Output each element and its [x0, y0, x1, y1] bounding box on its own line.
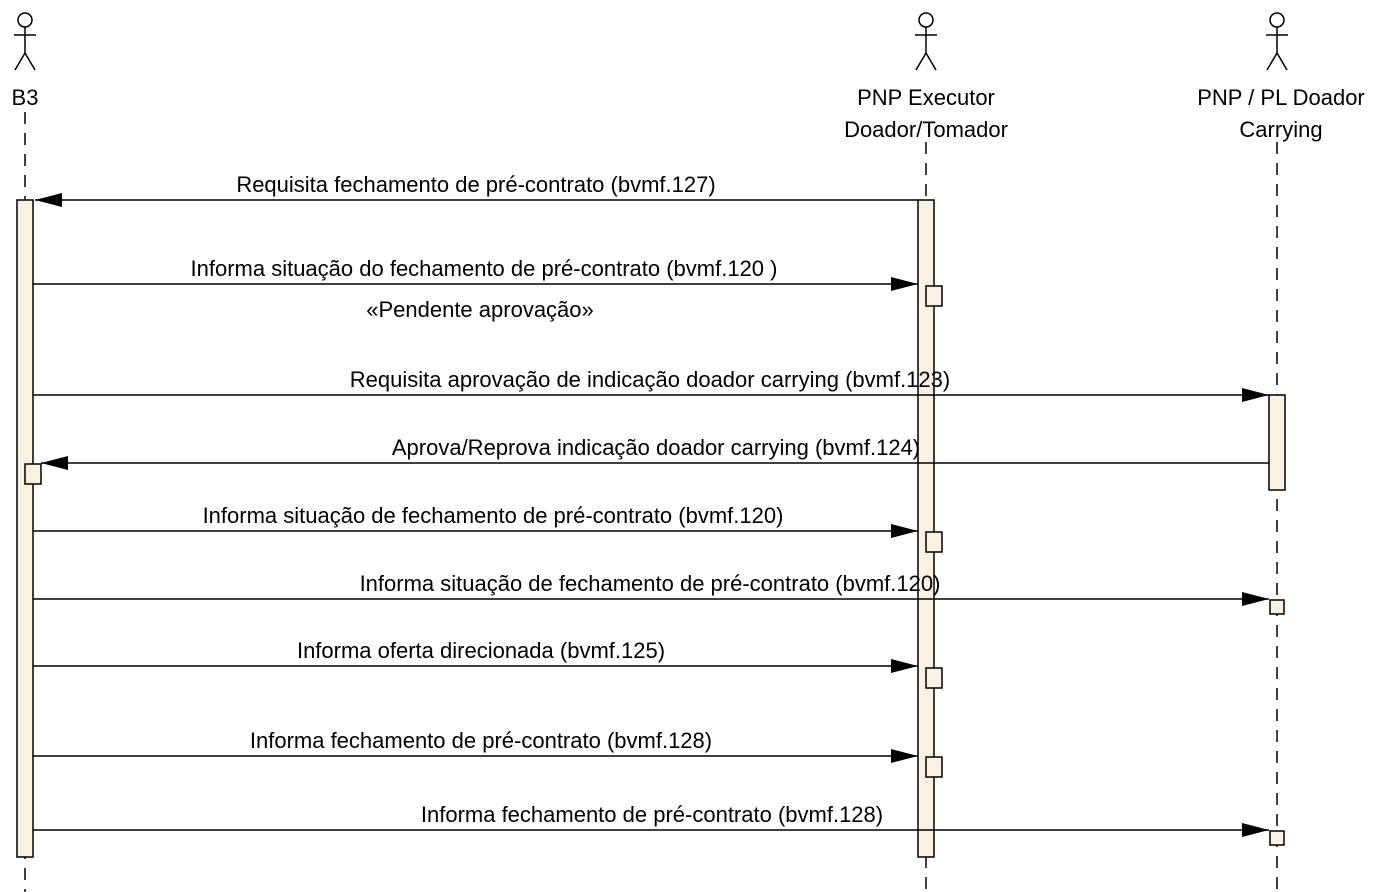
- message-label: Requisita fechamento de pré-contrato (bv…: [236, 172, 715, 197]
- message-label: Informa situação de fechamento de pré-co…: [360, 571, 941, 596]
- activation-box-executor-2: [925, 531, 943, 553]
- message-7: Informa oferta direcionada (bvmf.125): [33, 638, 918, 673]
- message-label: Informa oferta direcionada (bvmf.125): [297, 638, 665, 663]
- activation-box-executor-1: [925, 285, 943, 307]
- arrowhead-right-icon: [891, 749, 918, 763]
- message-label: Informa situação do fechamento de pré-co…: [191, 256, 778, 281]
- actor-name: B3: [12, 85, 39, 110]
- message-8: Informa fechamento de pré-contrato (bvmf…: [33, 728, 918, 763]
- activation-box-executor-4: [925, 756, 943, 778]
- message-3: Requisita aprovação de indicação doador …: [33, 367, 1269, 402]
- message-label: Aprova/Reprova indicação doador carrying…: [392, 435, 920, 460]
- message-1: Requisita fechamento de pré-contrato (bv…: [35, 172, 918, 207]
- arrowhead-left-icon: [41, 456, 68, 470]
- actor-name-line-1: PNP Executor: [857, 85, 995, 110]
- message-5: Informa situação de fechamento de pré-co…: [33, 503, 918, 538]
- activation-box-b3-1: [24, 463, 42, 485]
- message-2: Informa situação do fechamento de pré-co…: [33, 256, 918, 322]
- message-label: Informa fechamento de pré-contrato (bvmf…: [250, 728, 712, 753]
- arrowhead-right-icon: [1242, 388, 1269, 402]
- actor-figure-icon: [915, 12, 937, 71]
- activation-bar-executor: [917, 199, 935, 858]
- actor-name-line-2: Carrying: [1239, 117, 1322, 142]
- message-4: Aprova/Reprova indicação doador carrying…: [41, 435, 1269, 470]
- activation-bar-b3: [16, 199, 34, 858]
- activation-box-carrying-2: [1269, 830, 1285, 846]
- arrowhead-right-icon: [891, 659, 918, 673]
- actor-figure-icon: [1266, 12, 1288, 71]
- arrowhead-right-icon: [1242, 592, 1269, 606]
- message-label: Informa fechamento de pré-contrato (bvmf…: [421, 802, 883, 827]
- arrowhead-left-icon: [35, 193, 62, 207]
- message-label: Informa situação de fechamento de pré-co…: [203, 503, 784, 528]
- message-6: Informa situação de fechamento de pré-co…: [33, 571, 1269, 606]
- activation-box-carrying-1: [1269, 599, 1285, 615]
- arrowhead-right-icon: [1242, 823, 1269, 837]
- activation-bar-carrying: [1268, 394, 1286, 491]
- actor-name-line-2: Doador/Tomador: [844, 117, 1008, 142]
- arrowhead-right-icon: [891, 277, 918, 291]
- message-note: «Pendente aprovação»: [366, 297, 594, 322]
- actor-executor: PNP Executor Doador/Tomador: [844, 12, 1008, 142]
- message-9: Informa fechamento de pré-contrato (bvmf…: [33, 802, 1269, 837]
- actor-carrying: PNP / PL Doador Carrying: [1197, 12, 1365, 142]
- activation-box-executor-3: [925, 667, 943, 689]
- actor-name-line-1: PNP / PL Doador: [1197, 85, 1365, 110]
- actor-b3: B3: [12, 12, 39, 110]
- arrowhead-right-icon: [891, 524, 918, 538]
- message-label: Requisita aprovação de indicação doador …: [350, 367, 950, 392]
- actor-figure-icon: [14, 12, 36, 71]
